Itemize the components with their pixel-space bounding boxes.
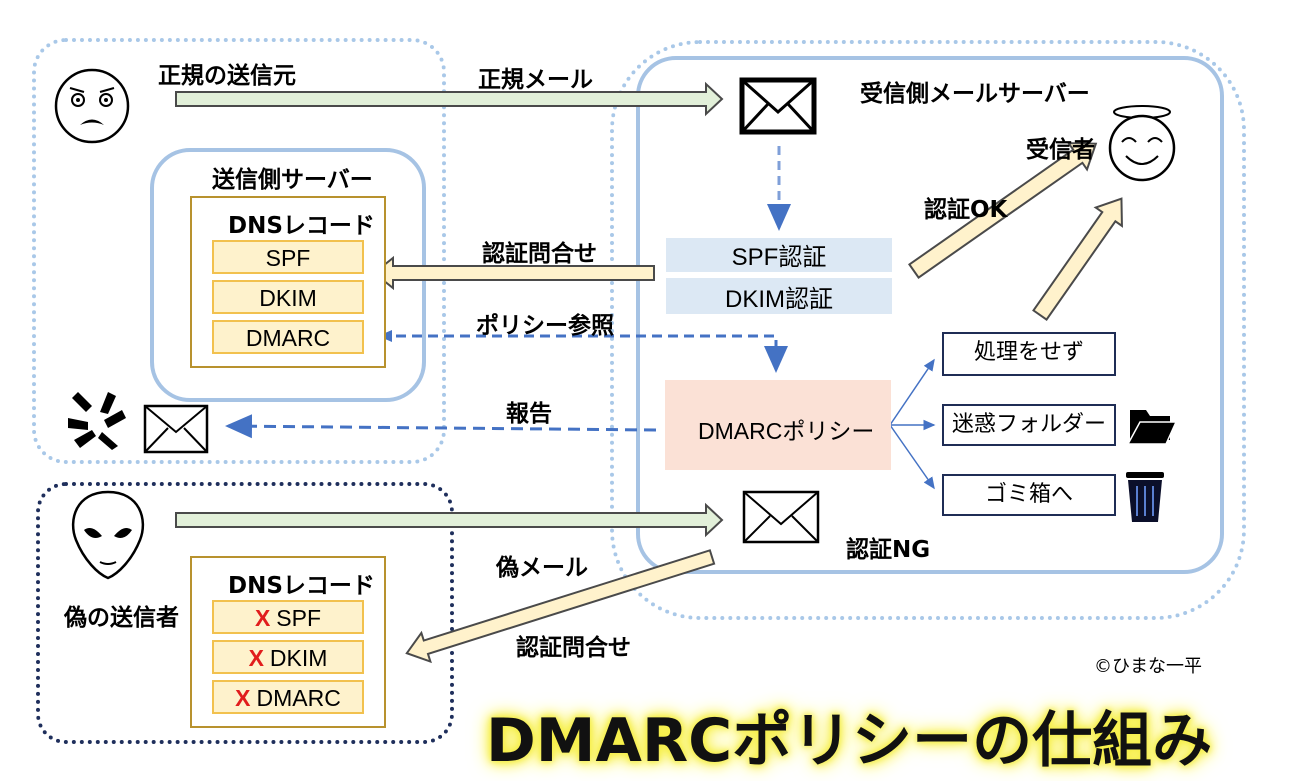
auth-ok-arrow — [908, 142, 1098, 279]
pass-through-arrow — [1032, 197, 1123, 321]
fake-sender-zone — [36, 482, 454, 744]
envelope-icon — [143, 404, 209, 454]
sending-server-label: 送信側サーバー — [212, 167, 373, 193]
envelope-icon — [739, 77, 817, 135]
fake-sender-label: 偽の送信者 — [64, 605, 179, 631]
legit-mail-arrow — [175, 81, 724, 117]
frown-face-icon — [54, 68, 130, 144]
fake-auth-query-label: 認証問合せ — [516, 635, 631, 661]
fail-mark: X — [248, 645, 264, 671]
dns-record-dkim: DKIM — [212, 280, 364, 314]
dkim-auth-box: DKIM認証 — [666, 278, 892, 314]
fake-mail-arrow — [175, 502, 724, 538]
receiver-server-label: 受信側メールサーバー — [860, 81, 1090, 107]
report-label: 報告 — [506, 401, 552, 427]
dns-record-title: DNSレコード — [228, 573, 375, 599]
dmarc-policy-label: DMARCポリシー — [698, 418, 875, 444]
report-dashed-arrow — [225, 414, 657, 439]
dns-record-label: DKIM — [269, 645, 328, 671]
legit-sender-label: 正規の送信元 — [158, 63, 296, 89]
credit-text: ©ひまな一平 — [1094, 656, 1202, 677]
dns-record-dmarc: DMARC — [212, 320, 364, 354]
auth-ok-label: 認証OK — [924, 197, 1008, 223]
folder-icon — [1126, 410, 1178, 445]
legit-dns-record-box: DNSレコード SPF DKIM DMARC — [190, 196, 386, 368]
dns-record-label: DMARC — [256, 685, 341, 711]
dns-record-spf: SPF — [212, 240, 364, 274]
fake-auth-query-arrow — [405, 549, 716, 664]
envelope-icon — [742, 490, 820, 544]
fake-mail-label: 偽メール — [496, 555, 588, 581]
dns-record-label: SPF — [276, 605, 322, 631]
fail-mark: X — [235, 685, 251, 711]
auth-query-label: 認証問合せ — [482, 241, 597, 267]
receiver-outer-zone — [610, 40, 1246, 620]
policy-ref-label: ポリシー参照 — [476, 313, 614, 339]
action-no-processing: 処理をせず — [942, 332, 1116, 376]
legit-sender-zone — [32, 38, 446, 464]
spf-auth-box: SPF認証 — [666, 238, 892, 272]
action-trash: ゴミ箱へ — [942, 474, 1116, 516]
policy-ref-dashed-arrow — [380, 334, 788, 373]
auth-ng-label: 認証NG — [846, 537, 931, 563]
action-spam-folder: 迷惑フォルダー — [942, 404, 1116, 446]
legit-mail-label: 正規メール — [478, 67, 593, 93]
fail-mark: X — [254, 605, 271, 631]
trash-can-icon — [1126, 472, 1164, 522]
smile-angel-face-icon — [1108, 105, 1176, 182]
dns-record-title: DNSレコード — [228, 213, 375, 239]
dmarc-policy-box — [665, 380, 891, 470]
alien-face-icon — [71, 490, 145, 580]
angry-face-icon — [68, 392, 126, 450]
recipient-label: 受信者 — [1026, 137, 1095, 163]
page-title: DMARCポリシーの仕組み — [486, 706, 1213, 776]
